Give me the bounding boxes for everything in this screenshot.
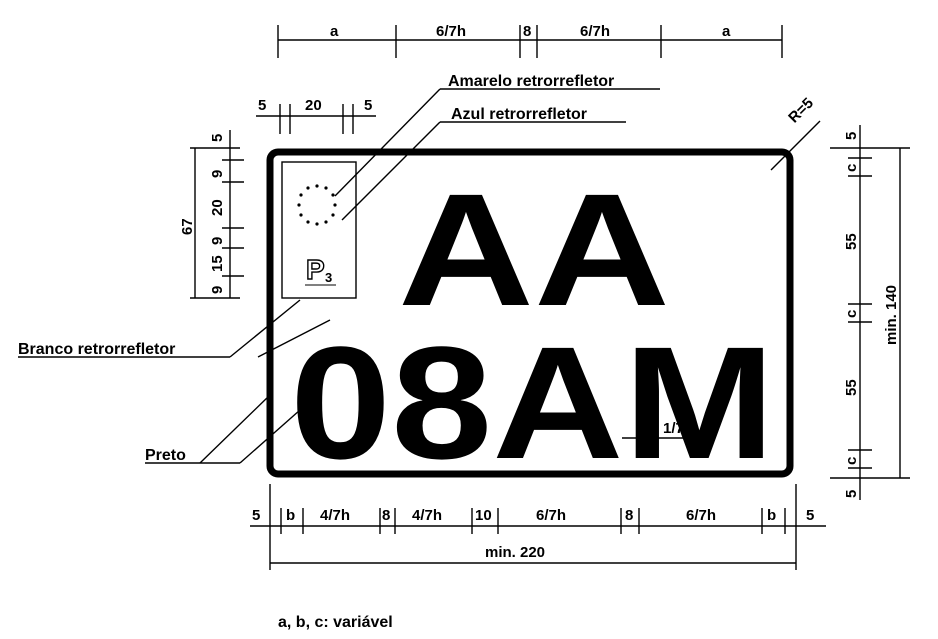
label-amarelo: Amarelo retrorrefletor: [448, 73, 614, 90]
right-dim-55b: 55: [843, 379, 860, 396]
p-offset-label: 3: [325, 270, 332, 285]
right-dim-c2: c: [843, 310, 860, 318]
plate: P 3 AA 08AM 1/7h R=5: [266, 95, 821, 492]
top-dim-a-right: a: [722, 23, 731, 40]
bottom-dim-67h-a: 6/7h: [536, 507, 566, 524]
top-dimension-chain: a 6/7h 8 6/7h a: [277, 23, 783, 58]
bottom-dim-b-right: b: [767, 507, 776, 524]
bottom-dimension-chain: 5 b 4/7h 8 4/7h 10 6/7h 8 6/7h b 5 min. …: [250, 484, 826, 570]
bottom-dim-8b: 8: [625, 507, 633, 524]
right-vertical-dimension: 5 c 55 c 55 c 5 min. 140: [830, 125, 910, 500]
material-labels: Amarelo retrorrefletor Azul retrorreflet…: [18, 73, 660, 464]
bottom-dim-5-left: 5: [252, 507, 260, 524]
label-preto: Preto: [145, 447, 186, 464]
p-letter: P: [306, 254, 325, 285]
right-dim-55a: 55: [843, 233, 860, 250]
radius-label: R=5: [785, 95, 817, 127]
left-dim-15: 15: [209, 255, 226, 272]
left-top-dimension: 5 20 5: [256, 97, 376, 134]
right-dim-5-bottom: 5: [843, 490, 860, 498]
left-dim-9c: 9: [209, 286, 226, 294]
plate-line-1: AA: [398, 160, 670, 339]
left-dim-5: 5: [209, 134, 226, 142]
bottom-dim-10: 10: [475, 507, 492, 524]
top-dim-a-left: a: [330, 23, 339, 40]
right-dim-c3: c: [843, 457, 860, 465]
left-vertical-dimension: 67 5 9 20 9 15 9: [179, 130, 244, 299]
label-branco: Branco retrorrefletor: [18, 341, 175, 358]
top-dim-67h-left: 6/7h: [436, 23, 466, 40]
bottom-dim-67h-b: 6/7h: [686, 507, 716, 524]
eu-stars-icon: [297, 184, 337, 226]
label-azul: Azul retrorrefletor: [451, 106, 587, 123]
right-dim-c1: c: [843, 164, 860, 172]
variable-legend: a, b, c: variável: [278, 614, 393, 631]
plate-border: [266, 148, 794, 478]
bottom-total: min. 220: [485, 544, 545, 561]
right-total: min. 140: [883, 285, 900, 345]
eu-band: [281, 161, 357, 299]
left-dim-9b: 9: [209, 237, 226, 245]
left-top-dim-5a: 5: [258, 97, 266, 114]
plate-line-2: 08AM: [290, 313, 775, 492]
bottom-dim-47h-a: 4/7h: [320, 507, 350, 524]
stroke-width-label: 1/7h: [663, 420, 693, 437]
left-total-67: 67: [179, 218, 196, 235]
bottom-dim-b-left: b: [286, 507, 295, 524]
top-dim-8: 8: [523, 23, 531, 40]
left-top-dim-5b: 5: [364, 97, 372, 114]
left-dim-9a: 9: [209, 170, 226, 178]
bottom-dim-8a: 8: [382, 507, 390, 524]
right-dim-5-top: 5: [843, 132, 860, 140]
left-dim-20: 20: [209, 199, 226, 216]
bottom-dim-5-right: 5: [806, 507, 814, 524]
bottom-dim-47h-b: 4/7h: [412, 507, 442, 524]
left-top-dim-20: 20: [305, 97, 322, 114]
top-dim-67h-right: 6/7h: [580, 23, 610, 40]
